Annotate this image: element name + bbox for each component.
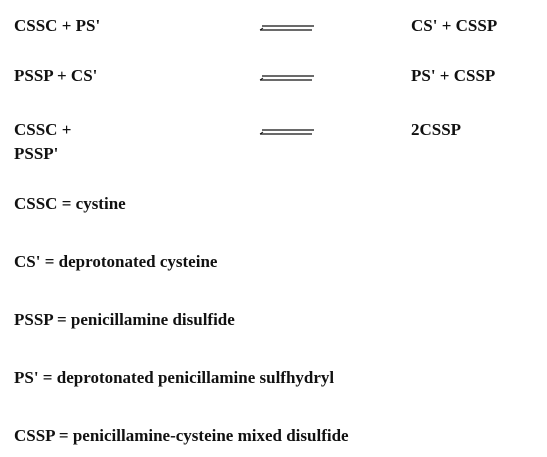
reaction-1-products: CS' + CSSP xyxy=(411,16,498,35)
definition-cssc: CSSC = cystine xyxy=(14,194,126,213)
definition-cssp: CSSP = penicillamine-cysteine mixed disu… xyxy=(14,426,349,445)
reaction-1-reactants: CSSC + PS' xyxy=(14,16,101,35)
reaction-3-products: 2CSSP xyxy=(411,120,462,139)
definition-pssp: PSSP = penicillamine disulfide xyxy=(14,310,235,329)
reaction-3-reactants-line1: CSSC + xyxy=(14,120,72,139)
reaction-2-products: PS' + CSSP xyxy=(411,66,496,85)
reaction-3-equilibrium-arrow-icon xyxy=(258,126,316,138)
reaction-3-reactants-line2: PSSP' xyxy=(14,144,59,163)
definition-ps: PS' = deprotonated penicillamine sulfhyd… xyxy=(14,368,335,387)
reaction-1-equilibrium-arrow-icon xyxy=(258,22,316,34)
reaction-2-equilibrium-arrow-icon xyxy=(258,72,316,84)
reaction-2-reactants: PSSP + CS' xyxy=(14,66,98,85)
definition-cs: CS' = deprotonated cysteine xyxy=(14,252,218,271)
